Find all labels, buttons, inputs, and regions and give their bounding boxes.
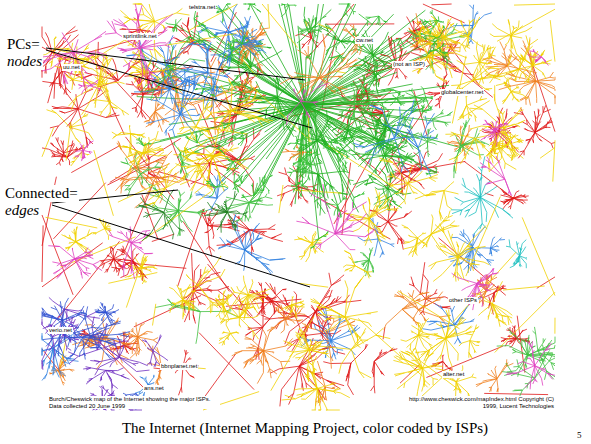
map-trees [42, 4, 555, 410]
credit-note: Burch/Cheswick map of the Internet showi… [48, 396, 220, 409]
isp-name: telstra.net [188, 4, 216, 11]
isp-tree [42, 4, 555, 389]
callout-label: nodes [6, 53, 43, 70]
callout-label: Connected= [4, 185, 79, 202]
isp-name: other ISPs [448, 297, 478, 304]
callout-label: PCs= [6, 36, 41, 53]
isp-name: globalcenter.net [440, 89, 484, 96]
leader-lines [46, 48, 312, 287]
isp-name: uu.net [62, 64, 81, 71]
leader-line [46, 48, 305, 80]
isp-tree [136, 4, 465, 249]
isp-name: ans.net [143, 385, 165, 392]
isp-tree [42, 298, 143, 410]
isp-tree [42, 4, 555, 410]
isp-tree [42, 297, 168, 410]
leader-line [46, 50, 312, 128]
isp-name: (not an ISP) [392, 61, 426, 68]
leader-line [52, 205, 310, 287]
isp-name: verio.net [48, 327, 73, 334]
isp-name: sprintlink.net [122, 33, 158, 40]
copyright-note: http://www.cheswick.com/mapIndex.html Co… [405, 396, 555, 409]
isp-name: alter.net [442, 371, 465, 378]
callout-label: edges [4, 202, 40, 219]
page-number: 5 [577, 430, 582, 440]
isp-name: bbnplanet.net [160, 363, 198, 370]
caption: The Internet (Internet Mapping Project, … [20, 420, 590, 437]
isp-name: cw.net [355, 37, 374, 44]
isp-tree [136, 189, 248, 240]
